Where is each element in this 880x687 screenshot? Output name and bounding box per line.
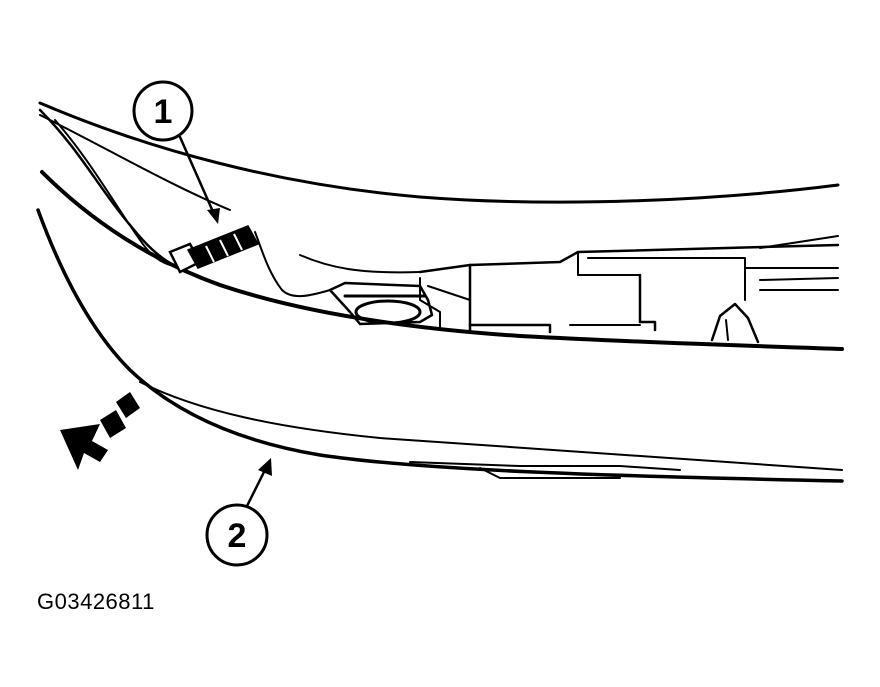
leader-arrow-icon xyxy=(178,135,216,216)
clip-icon xyxy=(328,281,434,326)
fender-contour-2 xyxy=(54,119,171,266)
leader-arrow-icon xyxy=(245,466,268,508)
trim-contour xyxy=(254,231,331,297)
callout-circle-icon xyxy=(205,503,269,567)
fascia-lower-inner-edge xyxy=(139,381,843,471)
callout-2-number: 2 xyxy=(228,517,247,555)
bolt-icon xyxy=(168,225,260,274)
callout-1-number: 1 xyxy=(154,93,173,131)
fascia-lower-trim xyxy=(409,461,681,471)
fascia-lower-outer-edge xyxy=(36,208,844,483)
callout-2: 2 xyxy=(205,458,272,567)
radiator-support-structure xyxy=(418,235,840,334)
callout-1: 1 xyxy=(132,80,220,224)
callout-circle-icon xyxy=(132,80,194,142)
trim-upper-line xyxy=(299,254,421,274)
hood-edge-line xyxy=(38,101,840,204)
figure-id-label: G03426811 xyxy=(37,589,155,614)
removal-direction-arrow-icon xyxy=(60,392,140,470)
retainer-clip-right xyxy=(710,302,760,344)
fascia-lower-trim-2 xyxy=(479,467,621,479)
